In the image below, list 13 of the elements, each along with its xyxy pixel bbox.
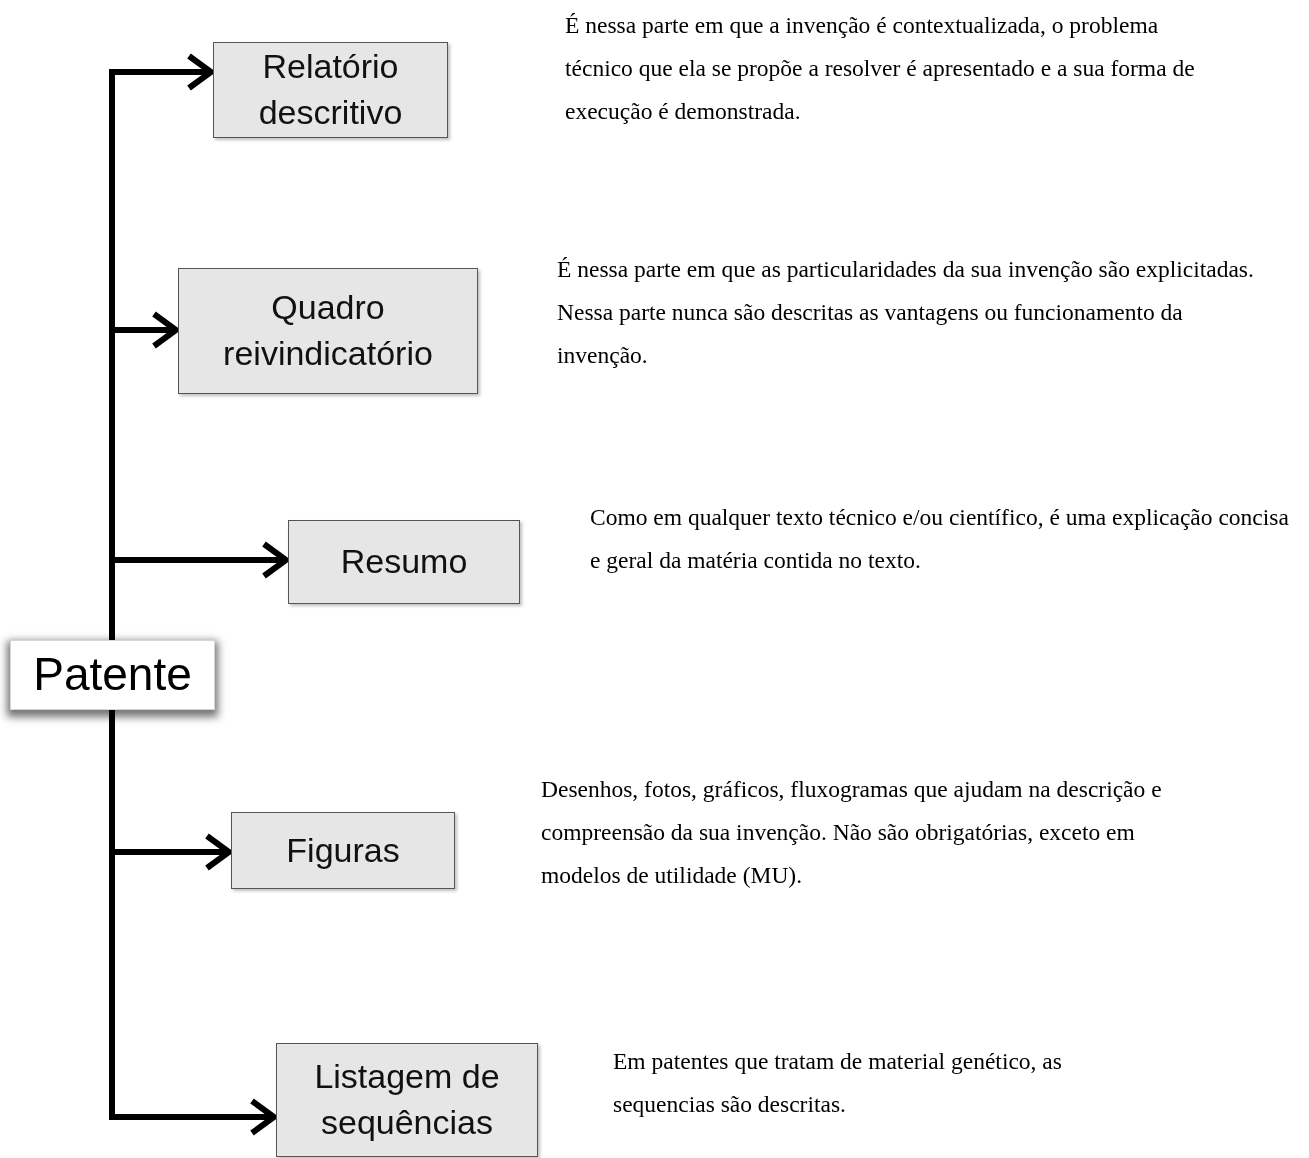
section-box: Quadro reivindicatório — [178, 268, 478, 394]
section-box: Relatório descritivo — [213, 42, 448, 138]
description-text: Desenhos, fotos, gráficos, fluxogramas que ajudam na descrição e compreensão da sua invenção. Não são obrigatórias, exceto em modelos de utilidade (MU). — [541, 775, 1163, 890]
description-text: É nessa parte em que a invenção é contextualizada, o problema técnico que ela se propõe a resolver é apresentado e a sua forma de execução é demonstrada. — [565, 11, 1196, 126]
arrow — [109, 541, 289, 640]
description-text: É nessa parte em que as particularidades da sua invenção são explicitadas. Nessa parte nunca são descritas as vantagens ou funcionamento da invenção. — [557, 255, 1255, 370]
arrow — [109, 710, 277, 1136]
description-text: Em patentes que tratam de material genético, as sequencias são descritas. — [613, 1047, 1063, 1119]
root-box: Patente — [10, 640, 215, 710]
section-box: Listagem de sequências — [276, 1043, 538, 1157]
description-text: Como em qualquer texto técnico e/ou científico, é uma explicação concisa e geral da matéria contida no texto. — [590, 503, 1290, 575]
section-box: Resumo — [288, 520, 520, 604]
section-box: Figuras — [231, 812, 455, 889]
